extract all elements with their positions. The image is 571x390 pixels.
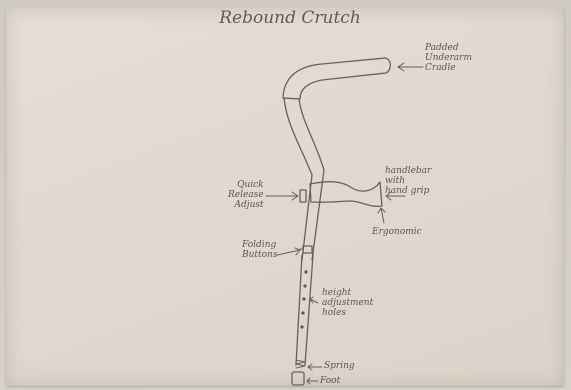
upper-frame-left — [284, 98, 312, 260]
label-padded-underarm-cradle: Padded Underarm Cradle — [425, 43, 472, 73]
underarm-cradle — [283, 58, 390, 99]
arrow-quick-release — [266, 192, 298, 200]
label-handlebar-hand-grip: handlebar with hand grip — [385, 166, 431, 196]
label-ergonomic: Ergonomic — [372, 227, 422, 237]
label-height-adjustment-holes: height adjustment holes — [322, 288, 373, 318]
arrow-folding — [277, 248, 300, 255]
spring-coil — [296, 360, 305, 368]
adjust-hole — [300, 325, 303, 328]
cradle-cap-line — [283, 98, 300, 99]
rubber-foot — [292, 372, 304, 385]
label-quick-release-adjust: Quick Release Adjust — [228, 180, 264, 210]
adjust-hole — [303, 284, 306, 287]
arrow-height — [310, 297, 318, 303]
quick-release-knob — [300, 190, 306, 202]
drawing-title: Rebound Crutch — [200, 8, 380, 28]
adjust-hole — [304, 270, 307, 273]
adjust-hole — [301, 311, 304, 314]
adjust-hole — [302, 297, 305, 300]
label-spring: Spring — [324, 361, 355, 371]
arrow-spring — [308, 364, 322, 370]
arrow-cradle — [398, 63, 423, 71]
arrow-ergonomic — [378, 208, 385, 223]
label-folding-buttons: Folding Buttons — [242, 240, 277, 260]
arrow-foot — [307, 378, 318, 384]
label-foot: Foot — [320, 376, 340, 386]
folding-joint — [303, 246, 312, 253]
